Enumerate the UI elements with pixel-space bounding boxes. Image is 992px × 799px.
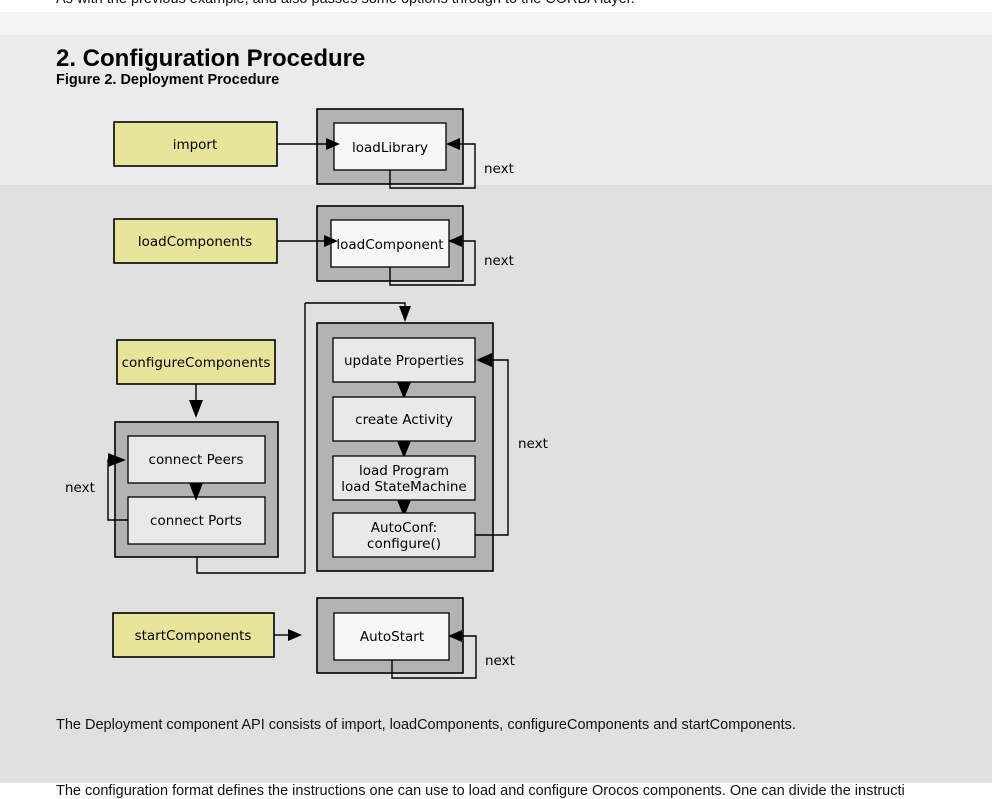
clipped-intro-text: As with the previous example, and also p… bbox=[56, 0, 635, 7]
step-box-loadcomponent bbox=[330, 219, 450, 268]
page-title: 2. Configuration Procedure bbox=[56, 44, 366, 72]
arrowhead-entry-updateproperties bbox=[399, 306, 411, 322]
background-band-white bbox=[0, 0, 992, 12]
step-box-connect-ports bbox=[127, 496, 266, 545]
loop-label-next-loadlibrary: next bbox=[484, 161, 514, 177]
arrowhead-loop-autostart bbox=[448, 630, 462, 642]
background-band-light bbox=[0, 12, 992, 35]
step-label-autoconf-line2: configure() bbox=[367, 536, 441, 552]
api-box-import bbox=[113, 121, 278, 167]
diagram-row-loadcomponents: loadComponent loadComponents next bbox=[113, 205, 514, 286]
paragraph-format: The configuration format defines the ins… bbox=[56, 782, 905, 799]
step-box-connect-peers bbox=[127, 435, 266, 484]
step-label-loadlibrary: loadLibrary bbox=[352, 140, 428, 156]
api-box-startcomponents bbox=[112, 612, 275, 658]
api-label-configurecomponents: configureComponents bbox=[122, 355, 271, 371]
step-label-connect-ports: connect Ports bbox=[150, 513, 242, 529]
loop-label-next-configure-steps: next bbox=[518, 436, 548, 452]
outer-return-path-configure bbox=[196, 303, 306, 574]
figure-caption: Figure 2. Deployment Procedure bbox=[56, 72, 280, 88]
arrowhead-activity-to-loadprogram bbox=[397, 441, 411, 458]
arrowhead-loadprogram-to-autoconf bbox=[397, 500, 411, 517]
step-label-create-activity: create Activity bbox=[355, 412, 453, 428]
api-label-startcomponents: startComponents bbox=[135, 628, 252, 644]
loop-connector-configure-steps bbox=[475, 359, 509, 536]
step-box-load-program bbox=[332, 455, 476, 501]
paragraph-api: The Deployment component API consists of… bbox=[56, 716, 796, 733]
diagram-row-import: loadLibrary import next bbox=[113, 108, 514, 189]
step-box-create-activity bbox=[332, 396, 476, 442]
arrowhead-peers-to-ports bbox=[189, 483, 203, 501]
step-label-autostart: AutoStart bbox=[360, 629, 424, 645]
loop-label-next-loadcomponent: next bbox=[484, 253, 514, 269]
loop-connector-autostart bbox=[391, 635, 477, 679]
outer-entry-path-configure bbox=[305, 302, 406, 314]
api-label-loadcomponents: loadComponents bbox=[138, 234, 252, 250]
api-label-import: import bbox=[173, 137, 218, 153]
arrowhead-loadcomponents-to-loadcomponent bbox=[324, 235, 338, 247]
arrowhead-loop-connect bbox=[108, 453, 126, 467]
api-box-loadcomponents bbox=[113, 218, 278, 264]
loop-connector-loadcomponent bbox=[389, 240, 476, 286]
loop-label-next-autostart: next bbox=[485, 653, 515, 669]
arrowhead-configure-to-connectpeers bbox=[189, 400, 203, 418]
diagram-row-startcomponents: AutoStart startComponents next bbox=[112, 597, 515, 679]
step-box-update-properties bbox=[332, 337, 476, 383]
step-label-loadcomponent: loadComponent bbox=[336, 237, 443, 253]
loop-connector-loadlibrary bbox=[389, 143, 476, 189]
step-label-autoconf-line1: AutoConf: bbox=[371, 520, 437, 536]
arrowhead-props-to-activity bbox=[397, 382, 411, 399]
step-label-connect-peers: connect Peers bbox=[149, 452, 244, 468]
arrowhead-loop-configure-steps bbox=[476, 353, 492, 367]
arrowhead-import-to-loadlibrary bbox=[326, 138, 340, 150]
step-box-loadlibrary bbox=[333, 122, 447, 171]
step-label-load-program-line2: load StateMachine bbox=[341, 479, 466, 495]
step-label-load-program-line1: load Program bbox=[359, 463, 449, 479]
deployment-procedure-diagram: loadLibrary import next loadComponent lo… bbox=[65, 108, 548, 679]
arrowhead-loop-loadlibrary bbox=[446, 138, 460, 150]
loop-label-next-connect: next bbox=[65, 480, 95, 496]
arrowhead-startcomponents-to-autostart bbox=[288, 629, 302, 641]
diagram-row-configurecomponents: configureComponents connect Peers connec… bbox=[65, 302, 548, 574]
arrowhead-loop-loadcomponent bbox=[448, 235, 462, 247]
step-label-update-properties: update Properties bbox=[344, 353, 464, 369]
